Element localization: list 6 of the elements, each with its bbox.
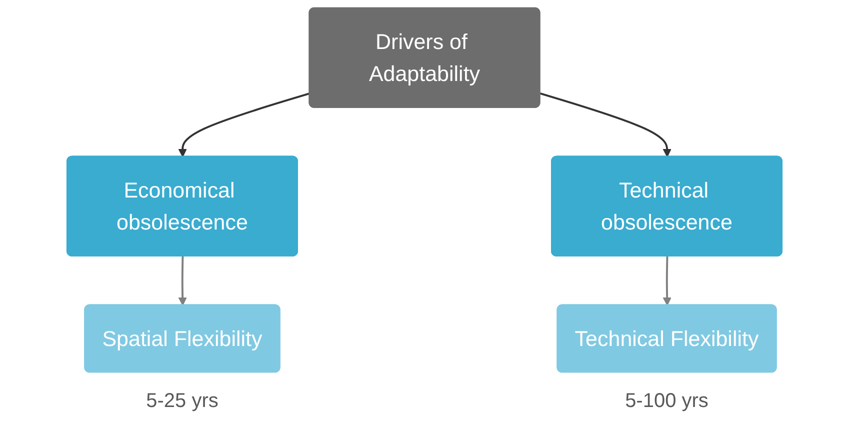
arrow bbox=[178, 92, 310, 158]
duration-label: 5-100 yrs bbox=[625, 390, 708, 414]
arrow bbox=[540, 92, 672, 158]
arrow bbox=[178, 256, 187, 306]
arrow bbox=[662, 256, 672, 306]
duration-label: 5-25 yrs bbox=[146, 390, 218, 414]
